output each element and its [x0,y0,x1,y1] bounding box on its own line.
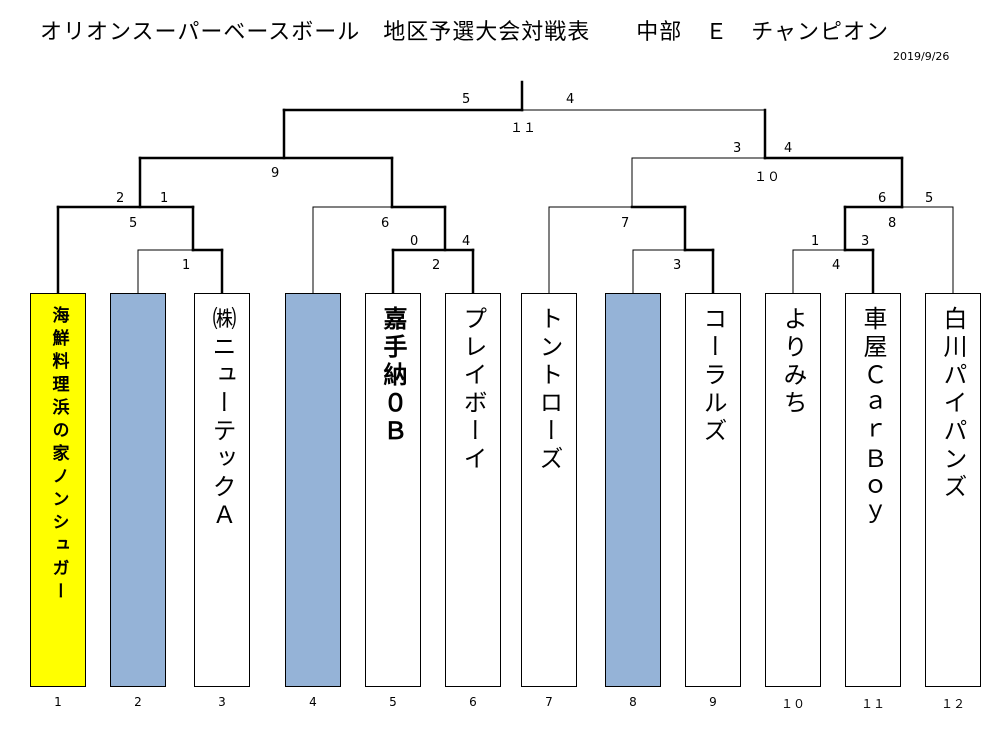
score-label: 1 [182,258,191,273]
position-number: １０ [780,697,805,711]
position-number: 5 [389,695,397,709]
bye-box-2 [110,293,166,687]
position-number: 9 [709,695,717,709]
team-box-10: よりみち [765,293,821,687]
score-label: 3 [673,258,682,273]
score-label: 4 [784,141,793,156]
score-label: 8 [888,216,897,231]
team-box-1: 海鮮料理浜の家ノンシュガー [30,293,86,687]
team-name: よりみち [779,306,807,418]
score-label: 9 [271,166,280,181]
score-label: 5 [925,191,934,206]
team-box-3: ㈱ニューテックＡ [194,293,250,687]
score-label: 1 [160,191,169,206]
score-label: １１ [510,121,537,136]
team-name: トントローズ [535,306,563,474]
score-label: 4 [462,234,471,249]
position-number: 4 [309,695,317,709]
score-label: 6 [381,216,390,231]
score-label: 4 [832,258,841,273]
team-name: 海鮮料理浜の家ノンシュガー [48,306,69,605]
score-label: 5 [129,216,138,231]
score-label: 4 [566,92,575,107]
score-label: 3 [733,141,742,156]
team-box-7: トントローズ [521,293,577,687]
score-label: 6 [878,191,887,206]
position-number: 8 [629,695,637,709]
team-box-9: コーラルズ [685,293,741,687]
bye-box-4 [285,293,341,687]
bye-box-8 [605,293,661,687]
team-name: プレイボーイ [459,306,487,474]
position-number: １２ [940,697,965,711]
score-label: 1 [811,234,820,249]
team-box-11: 車屋ＣａｒＢｏｙ [845,293,901,687]
position-number: １１ [860,697,885,711]
team-name: 白川パイパンズ [939,306,967,502]
position-number: 1 [54,695,62,709]
team-box-12: 白川パイパンズ [925,293,981,687]
team-name: 車屋ＣａｒＢｏｙ [859,306,887,530]
score-label: 2 [116,191,125,206]
score-label: 3 [861,234,870,249]
score-label: １０ [754,170,781,185]
team-name: 嘉手納０Ｂ [379,306,407,446]
score-label: 5 [462,92,471,107]
page-title: オリオンスーパーベースボール 地区予選大会対戦表 中部 Ｅ チャンピオン [40,20,890,45]
score-label: 2 [432,258,441,273]
team-box-5: 嘉手納０Ｂ [365,293,421,687]
position-number: 6 [469,695,477,709]
team-name: コーラルズ [699,306,727,446]
position-number: 2 [134,695,142,709]
date-label: 2019/9/26 [893,50,950,63]
position-number: 7 [545,695,553,709]
score-label: 0 [410,234,419,249]
team-name: ㈱ニューテックＡ [208,306,236,530]
team-box-6: プレイボーイ [445,293,501,687]
position-number: 3 [218,695,226,709]
score-label: 7 [621,216,630,231]
